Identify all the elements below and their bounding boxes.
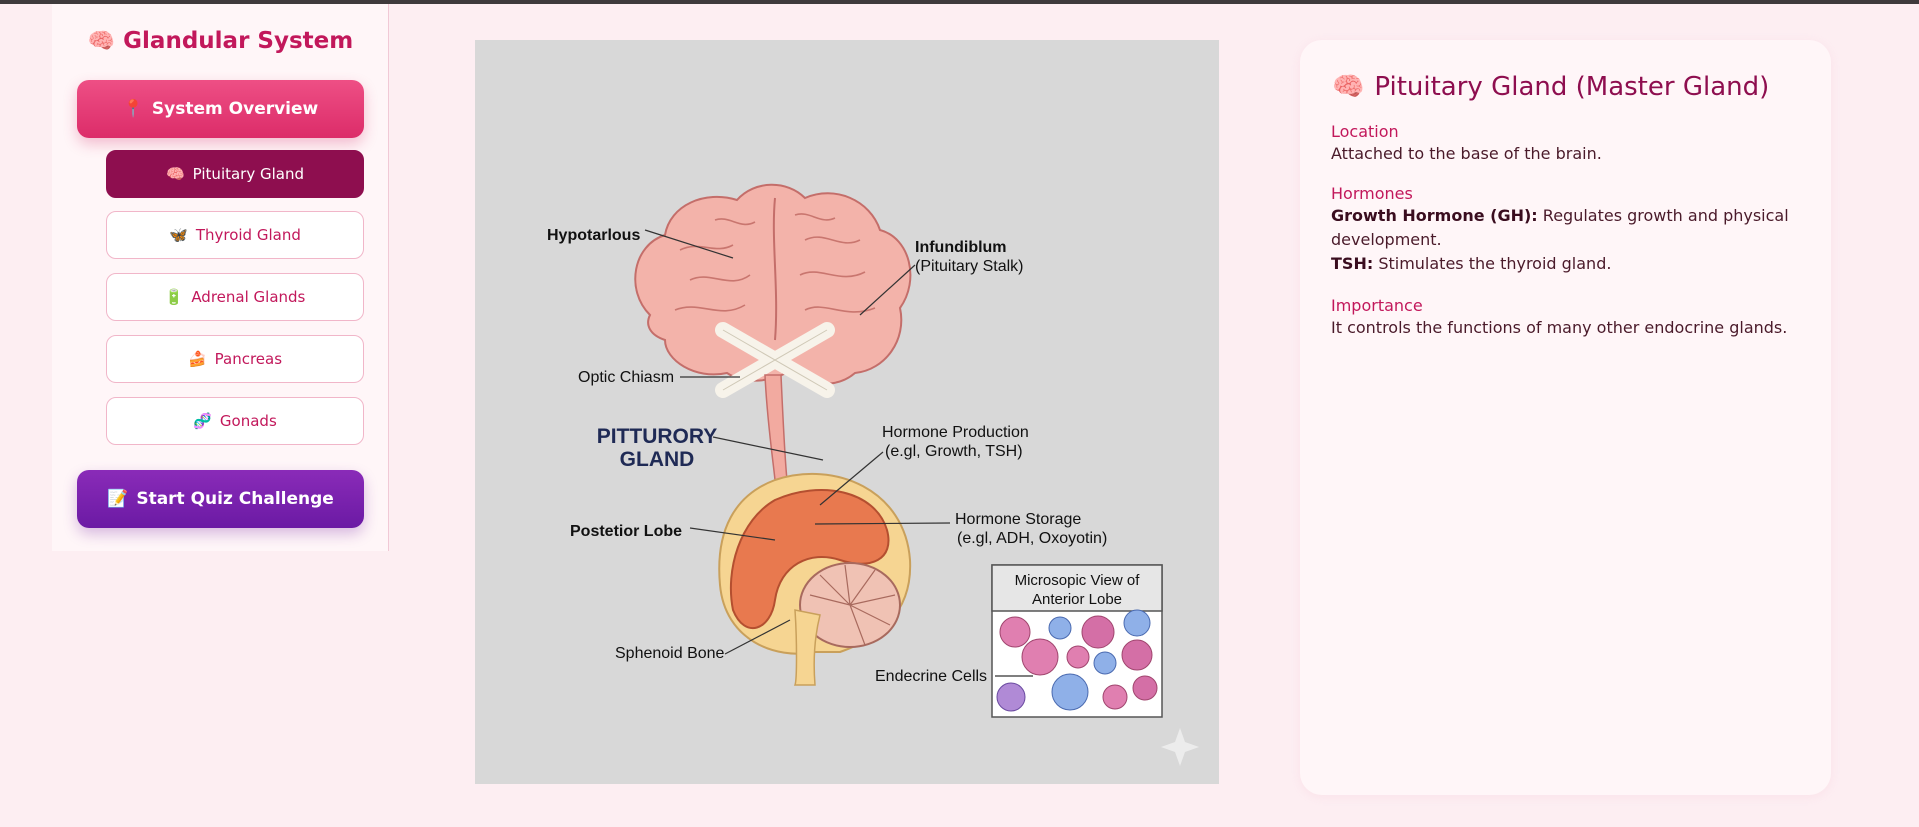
- label-postetior-lobe: Postetior Lobe: [570, 523, 682, 540]
- panel-title: 🧠 Pituitary Gland (Master Gland): [1332, 72, 1769, 102]
- tsh-label: TSH:: [1331, 254, 1374, 273]
- label-pituitary-stalk: (Pituitary Stalk): [915, 258, 1023, 275]
- pituitary-gland-shape: [718, 472, 912, 686]
- tsh-text: Stimulates the thyroid gland.: [1378, 254, 1612, 273]
- sidebar-item-thyroid[interactable]: 🦋 Thyroid Gland: [106, 211, 364, 259]
- label-infundiblum: Infundiblum: [915, 239, 1007, 256]
- label-endecrine-cells: Endecrine Cells: [875, 668, 987, 685]
- sidebar-item-label: Pancreas: [214, 350, 283, 368]
- butterfly-icon: 🦋: [169, 226, 188, 244]
- dna-icon: 🧬: [193, 412, 212, 430]
- sidebar-item-gonads[interactable]: 🧬 Gonads: [106, 397, 364, 445]
- microscopic-view-box: [991, 564, 1163, 718]
- hormone-gh: Growth Hormone (GH): Regulates growth an…: [1331, 204, 1791, 252]
- label-pitturory-line1: PITTURORY: [597, 425, 718, 448]
- label-optic-chiasm: Optic Chiasm: [578, 369, 674, 386]
- cake-icon: 🍰: [187, 350, 207, 368]
- leader-lines: [644, 229, 1033, 677]
- label-microsopic-line2: Anterior Lobe: [1032, 591, 1122, 608]
- brain-icon: 🧠: [87, 29, 116, 54]
- brand-label: Glandular System: [123, 28, 354, 54]
- gland-diagram: Hypotarlous Infundiblum (Pituitary Stalk…: [475, 40, 1219, 784]
- importance-heading: Importance: [1331, 296, 1423, 315]
- label-hormone-production-eg: (e.gl, Growth, TSH): [885, 443, 1023, 460]
- sidebar-item-label: Pituitary Gland: [192, 165, 305, 183]
- hormone-tsh: TSH: Stimulates the thyroid gland.: [1331, 252, 1791, 276]
- location-text: Attached to the base of the brain.: [1331, 144, 1602, 163]
- brain-icon: 🧠: [165, 165, 185, 183]
- brain-illustration: [634, 183, 912, 385]
- location-heading: Location: [1331, 122, 1399, 141]
- sidebar-item-pituitary[interactable]: 🧠 Pituitary Gland: [106, 150, 364, 198]
- label-pitturory-line2: GLAND: [620, 448, 695, 471]
- label-sphenoid-bone: Sphenoid Bone: [615, 645, 725, 662]
- importance-text: It controls the functions of many other …: [1331, 318, 1788, 337]
- hormones-heading: Hormones: [1331, 184, 1413, 203]
- sidebar-item-label: Thyroid Gland: [195, 226, 301, 244]
- start-quiz-button[interactable]: 📝 Start Quiz Challenge: [77, 470, 364, 528]
- label-microsopic-line1: Microsopic View of: [1015, 572, 1141, 589]
- pituitary-diagram-illustration: Hypotarlous Infundiblum (Pituitary Stalk…: [547, 183, 1199, 766]
- label-hormone-storage: Hormone Storage: [955, 511, 1081, 528]
- start-quiz-label: Start Quiz Challenge: [136, 489, 334, 509]
- battery-icon: 🔋: [164, 288, 184, 306]
- system-overview-label: System Overview: [151, 99, 319, 119]
- memo-icon: 📝: [107, 489, 129, 509]
- sparkle-icon: [1161, 728, 1199, 766]
- panel-title-text: Pituitary Gland (Master Gland): [1374, 72, 1770, 102]
- sidebar-item-adrenal[interactable]: 🔋 Adrenal Glands: [106, 273, 364, 321]
- optic-chiasm-shape: [715, 322, 835, 398]
- label-hypotarlous: Hypotarlous: [547, 227, 640, 244]
- stalk-shape: [764, 374, 788, 481]
- sidebar-item-label: Gonads: [219, 412, 277, 430]
- sidebar-item-label: Adrenal Glands: [191, 288, 306, 306]
- system-overview-button[interactable]: 📍 System Overview: [77, 80, 364, 138]
- label-hormone-production: Hormone Production: [882, 424, 1029, 441]
- brain-icon: 🧠: [1332, 72, 1365, 102]
- gland-detail-panel: 🧠 Pituitary Gland (Master Gland) Locatio…: [1300, 40, 1831, 795]
- gh-text: Regulates growth and physical developmen…: [1331, 206, 1789, 249]
- pin-icon: 📍: [122, 99, 144, 119]
- sidebar: 🧠 Glandular System 📍 System Overview 🧠 Pi…: [52, 4, 389, 551]
- gh-label: Growth Hormone (GH):: [1331, 206, 1538, 225]
- top-border: [0, 0, 1919, 4]
- brand-title: 🧠 Glandular System: [52, 28, 389, 54]
- label-hormone-storage-eg: (e.gl, ADH, Oxoyotin): [957, 530, 1107, 547]
- sidebar-item-pancreas[interactable]: 🍰 Pancreas: [106, 335, 364, 383]
